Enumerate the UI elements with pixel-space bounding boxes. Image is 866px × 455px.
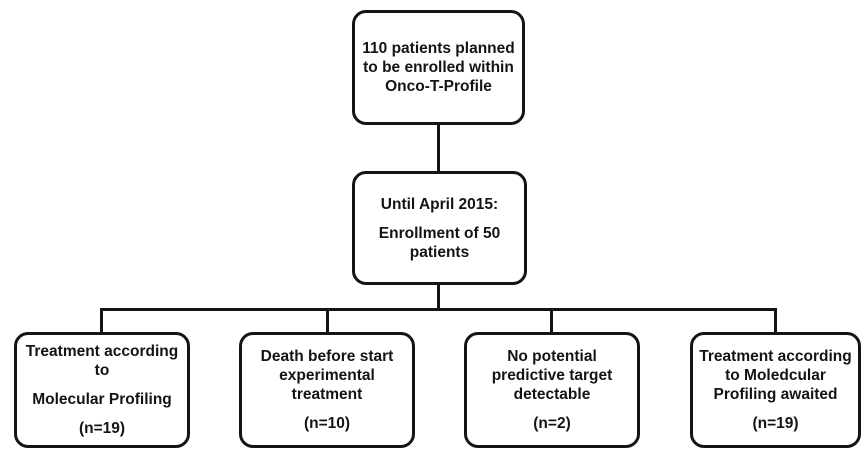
box-treatment-profiling-awaited: Treatment according to Moledcular Profil… bbox=[690, 332, 861, 448]
patient-count: (n=2) bbox=[533, 415, 571, 432]
box-planned-enrollment: 110 patients planned to be enrolled with… bbox=[352, 10, 525, 125]
enrollment-count-paragraph: Enrollment of 50 patients bbox=[379, 224, 500, 262]
branch-stub-outcome-2 bbox=[326, 308, 329, 334]
connector-enrollment-to-branch bbox=[437, 283, 440, 311]
text-line: Treatment according bbox=[25, 343, 179, 360]
box-treatment-molecular-profiling: Treatment according to Molecular Profili… bbox=[14, 332, 190, 448]
outcome-4-title: Treatment according to Moledcular Profil… bbox=[699, 347, 851, 404]
text-line: Death before start bbox=[260, 348, 394, 365]
outcome-1-title: Treatment according to bbox=[26, 342, 178, 380]
text-line: Profiling awaited bbox=[713, 386, 838, 403]
outcome-2-count: (n=10) bbox=[304, 414, 350, 433]
box-death-before-treatment: Death before start experimental treatmen… bbox=[239, 332, 415, 448]
outcome-3-count: (n=2) bbox=[533, 414, 570, 433]
patient-count: (n=19) bbox=[752, 415, 799, 432]
text-line: Treatment according bbox=[699, 348, 852, 365]
outcome-2-title: Death before start experimental treatmen… bbox=[261, 347, 394, 404]
outcome-1-subtitle: Molecular Profiling bbox=[32, 390, 172, 409]
outcome-1-count: (n=19) bbox=[79, 419, 125, 438]
text-line: Until April 2015: bbox=[380, 195, 499, 213]
text-line: patients bbox=[409, 243, 470, 261]
text-line: to be enrolled within bbox=[363, 59, 514, 76]
branch-stub-outcome-3 bbox=[550, 308, 553, 334]
branch-stub-outcome-1 bbox=[100, 308, 103, 334]
patient-count: (n=10) bbox=[303, 415, 351, 432]
branch-horizontal-line bbox=[100, 308, 777, 311]
text-line: to Moledcular bbox=[725, 367, 826, 384]
text-line: Onco-T-Profile bbox=[385, 78, 492, 95]
branch-stub-outcome-4 bbox=[774, 308, 777, 334]
text-line: treatment bbox=[291, 386, 363, 403]
outcome-4-count: (n=19) bbox=[752, 414, 798, 433]
text-line: detectable bbox=[513, 386, 591, 403]
box-enrollment-status: Until April 2015: Enrollment of 50 patie… bbox=[352, 171, 527, 285]
text-line: to bbox=[94, 362, 110, 379]
text-line: predictive target bbox=[491, 367, 613, 384]
enrollment-date-paragraph: Until April 2015: bbox=[381, 195, 498, 214]
text-line: Molecular Profiling bbox=[32, 391, 172, 408]
text-line: experimental bbox=[279, 367, 375, 384]
connector-top-to-enrollment bbox=[437, 123, 440, 173]
outcome-3-title: No potential predictive target detectabl… bbox=[492, 347, 613, 404]
box-no-predictive-target: No potential predictive target detectabl… bbox=[464, 332, 640, 448]
text-line: Enrollment of 50 bbox=[378, 224, 501, 242]
box-planned-enrollment-text: 110 patients planned to be enrolled with… bbox=[362, 39, 514, 96]
text-line: No potential bbox=[507, 348, 597, 365]
text-line: 110 patients planned bbox=[362, 40, 515, 57]
patient-count: (n=19) bbox=[78, 420, 126, 437]
